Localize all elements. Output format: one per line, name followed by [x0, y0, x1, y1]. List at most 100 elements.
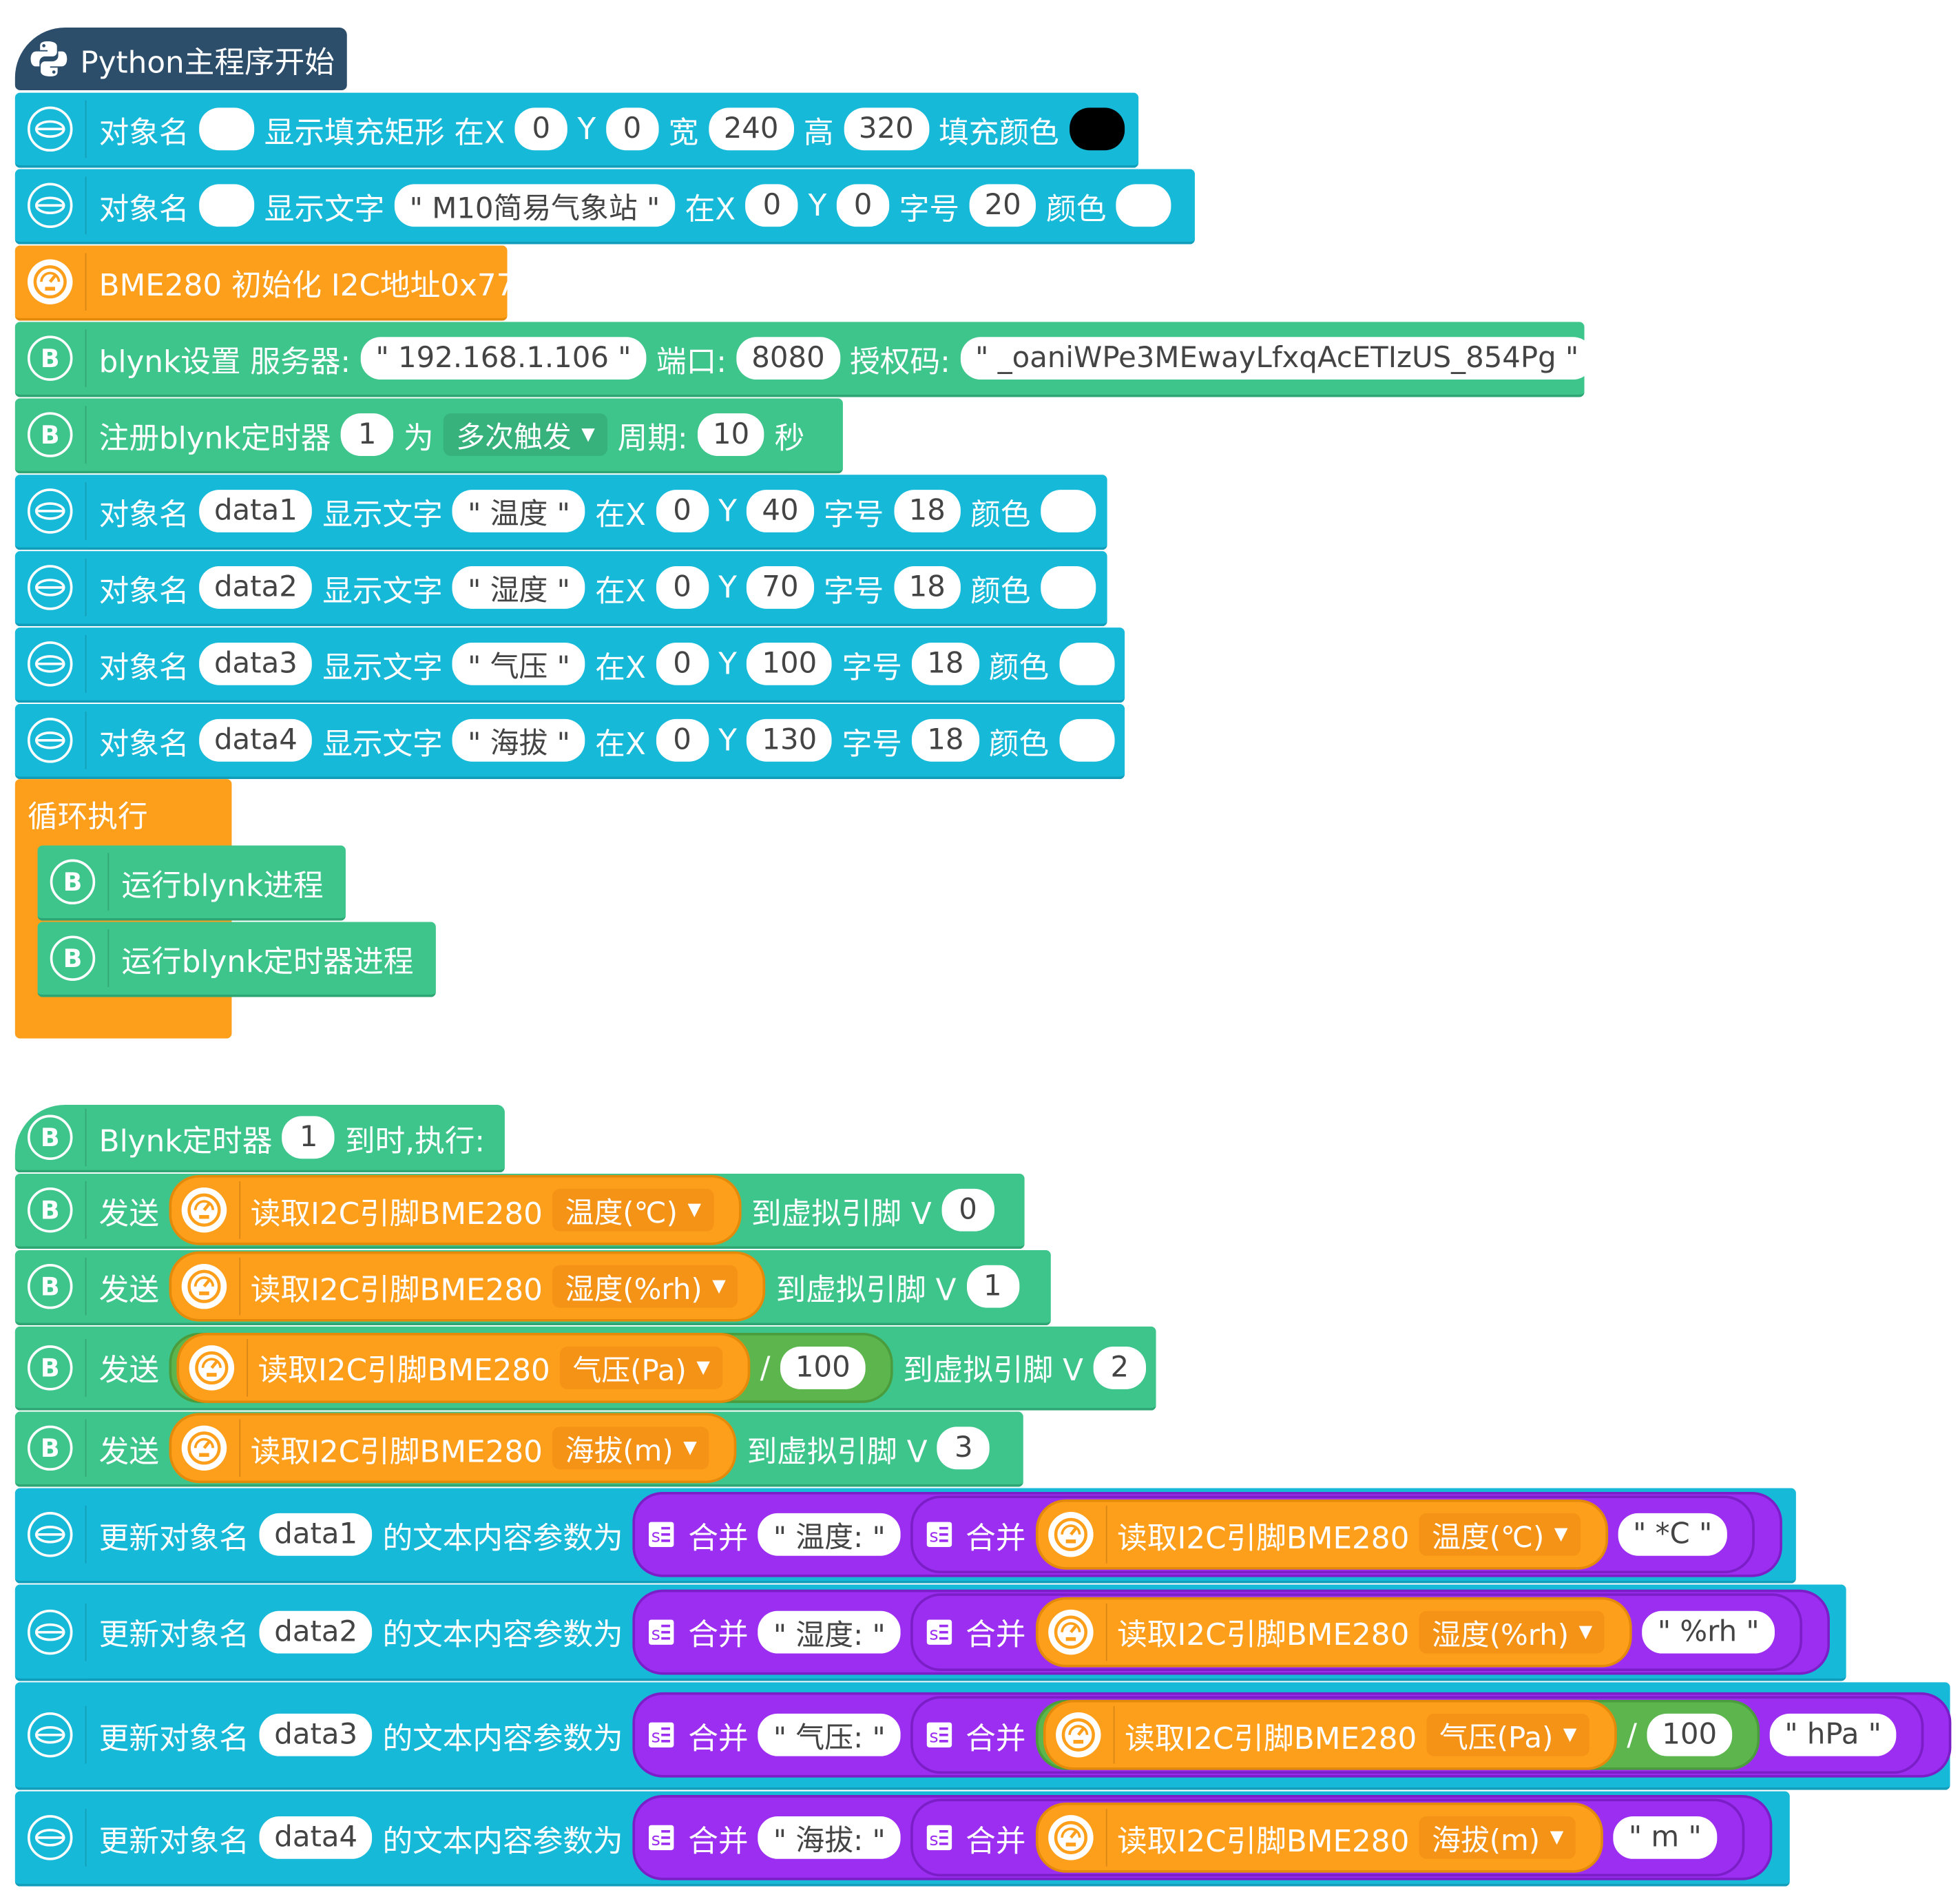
color-swatch[interactable]: [1059, 718, 1114, 762]
width-input[interactable]: 240: [708, 107, 794, 151]
prefix-text-input[interactable]: " 温度: ": [758, 1513, 901, 1556]
bme280-init-block[interactable]: BME280 初始化 I2C地址0x77: [14, 245, 515, 321]
unit-text-input[interactable]: " hPa ": [1769, 1713, 1897, 1756]
y-input[interactable]: 0: [605, 107, 659, 151]
blynk-timer-register-block[interactable]: B 注册blynk定时器 1 为 多次触发▼ 周期: 10 秒: [14, 398, 843, 474]
server-input[interactable]: " 192.168.1.106 ": [360, 337, 647, 380]
python-main-start-block[interactable]: Python主程序开始: [14, 28, 347, 90]
trigger-mode-dropdown[interactable]: 多次触发▼: [444, 413, 608, 456]
unit-text-input[interactable]: " *C ": [1618, 1513, 1728, 1556]
divisor-input[interactable]: 100: [780, 1346, 866, 1389]
timer-id-input[interactable]: 1: [282, 1116, 335, 1159]
run-blynk-timer-block[interactable]: B 运行blynk定时器进程: [37, 922, 436, 997]
field-dropdown[interactable]: 海拔(m)▼: [552, 1426, 710, 1470]
text-input[interactable]: " 海拔 ": [452, 718, 585, 762]
virtual-pin-input[interactable]: 3: [937, 1426, 990, 1470]
object-name-input[interactable]: data3: [199, 642, 313, 685]
field-dropdown[interactable]: 湿度(%rh)▼: [552, 1265, 739, 1308]
object-name-input[interactable]: data2: [199, 566, 313, 609]
text-input[interactable]: " 温度 ": [452, 490, 585, 532]
font-size-input[interactable]: 18: [893, 490, 961, 532]
period-input[interactable]: 10: [698, 413, 765, 456]
x-input[interactable]: 0: [656, 642, 709, 685]
font-size-input[interactable]: 18: [893, 566, 961, 609]
prefix-text-input[interactable]: " 海拔: ": [758, 1816, 901, 1859]
y-input[interactable]: 70: [747, 566, 814, 609]
object-name-input[interactable]: data2: [259, 1610, 373, 1653]
unit-text-input[interactable]: " %rh ": [1643, 1610, 1775, 1653]
blynk-setup-block[interactable]: B blynk设置 服务器: " 192.168.1.106 " 端口: 808…: [14, 322, 1594, 397]
field-dropdown[interactable]: 温度(℃)▼: [1419, 1513, 1581, 1556]
color-swatch[interactable]: [1059, 642, 1114, 685]
object-name-input[interactable]: data1: [199, 490, 313, 532]
object-name-input[interactable]: [199, 184, 255, 227]
font-size-input[interactable]: 20: [969, 184, 1036, 227]
color-swatch[interactable]: [1041, 566, 1096, 609]
y-input[interactable]: 40: [747, 490, 814, 532]
x-input[interactable]: 0: [656, 490, 709, 532]
virtual-pin-input[interactable]: 0: [941, 1188, 994, 1232]
title-text-block[interactable]: 对象名 显示文字 " M10简易气象站 " 在X 0 Y 0 字号 20 颜色: [14, 169, 1195, 245]
field-dropdown[interactable]: 气压(Pa)▼: [1426, 1713, 1589, 1756]
object-name-input[interactable]: data4: [199, 718, 313, 762]
field-dropdown[interactable]: 海拔(m)▼: [1419, 1816, 1576, 1859]
prefix-text-input[interactable]: " 湿度: ": [758, 1610, 901, 1653]
object-name-input[interactable]: data3: [259, 1713, 373, 1756]
run-blynk-block[interactable]: B 运行blynk进程: [37, 845, 346, 921]
text-input[interactable]: " 湿度 ": [452, 566, 585, 609]
timer-id-input[interactable]: 1: [341, 413, 394, 456]
virtual-pin-input[interactable]: 1: [966, 1265, 1019, 1308]
field-dropdown[interactable]: 湿度(%rh)▼: [1419, 1610, 1605, 1653]
x-input[interactable]: 0: [656, 566, 709, 609]
x-input[interactable]: 0: [514, 107, 567, 151]
blynk-timer-event-block[interactable]: B Blynk定时器 1 到时,执行:: [14, 1105, 505, 1173]
unit-text-input[interactable]: " m ": [1614, 1816, 1717, 1859]
field-dropdown[interactable]: 气压(Pa)▼: [560, 1346, 723, 1389]
object-name-input[interactable]: data1: [259, 1513, 373, 1556]
font-size-input[interactable]: 18: [912, 718, 979, 762]
object-name-input[interactable]: [199, 107, 255, 151]
fill-rect-block[interactable]: 对象名 显示填充矩形 在X 0 Y 0 宽 240 高 320 填充颜色: [14, 92, 1139, 168]
color-swatch[interactable]: [1041, 490, 1096, 532]
virtual-pin-input[interactable]: 2: [1093, 1346, 1146, 1389]
color-swatch[interactable]: [1116, 184, 1171, 227]
field-dropdown[interactable]: 温度(℃)▼: [552, 1188, 714, 1232]
y-input[interactable]: 0: [836, 184, 890, 227]
object-name-input[interactable]: data4: [259, 1816, 373, 1859]
font-size-input[interactable]: 18: [912, 642, 979, 685]
x-input[interactable]: 0: [745, 184, 799, 227]
prefix-text-input[interactable]: " 气压: ": [758, 1713, 901, 1756]
height-input[interactable]: 320: [844, 107, 929, 151]
text-input[interactable]: " 气压 ": [452, 642, 585, 685]
text-input[interactable]: " M10简易气象站 ": [394, 184, 676, 227]
port-input[interactable]: 8080: [736, 337, 840, 380]
